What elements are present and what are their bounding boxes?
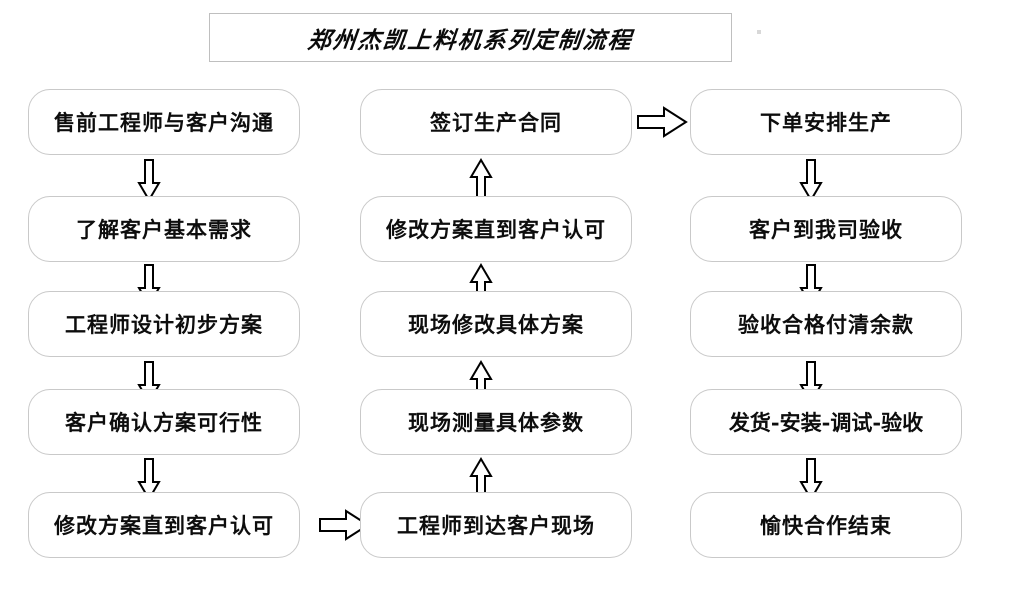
node-pay-balance-after-acceptance[interactable]: 验收合格付清余款 — [690, 291, 962, 357]
node-label: 现场测量具体参数 — [408, 409, 584, 435]
arrow-down-r1-r2 — [799, 158, 823, 202]
node-engineer-draft-plan[interactable]: 工程师设计初步方案 — [28, 291, 300, 357]
chart-title-box: 郑州杰凯上料机系列定制流程 — [209, 13, 732, 62]
node-revise-plan-until-approved-left[interactable]: 修改方案直到客户认可 — [28, 492, 300, 558]
node-label: 客户到我司验收 — [749, 216, 903, 242]
title-speck-artifact — [757, 30, 761, 34]
arrow-right-l5-m5 — [318, 508, 370, 542]
arrow-down-r4-r5 — [799, 457, 823, 501]
node-label: 售前工程师与客户沟通 — [54, 109, 274, 135]
node-onsite-measure-parameters[interactable]: 现场测量具体参数 — [360, 389, 632, 455]
node-ship-install-debug-accept[interactable]: 发货-安装-调试-验收 — [690, 389, 962, 455]
node-onsite-revise-plan[interactable]: 现场修改具体方案 — [360, 291, 632, 357]
node-label: 签订生产合同 — [430, 109, 562, 135]
node-label: 工程师设计初步方案 — [65, 311, 263, 337]
node-label: 了解客户基本需求 — [76, 216, 252, 242]
node-customer-inspection-at-factory[interactable]: 客户到我司验收 — [690, 196, 962, 262]
node-place-order-schedule-production[interactable]: 下单安排生产 — [690, 89, 962, 155]
node-happy-cooperation-end[interactable]: 愉快合作结束 — [690, 492, 962, 558]
node-engineer-arrive-onsite[interactable]: 工程师到达客户现场 — [360, 492, 632, 558]
node-label: 修改方案直到客户认可 — [386, 216, 606, 242]
arrow-right-m1-r1 — [636, 105, 688, 139]
arrow-down-l1-l2 — [137, 158, 161, 202]
node-label: 下单安排生产 — [760, 109, 892, 135]
node-label: 愉快合作结束 — [760, 512, 892, 538]
node-revise-plan-until-approved-middle[interactable]: 修改方案直到客户认可 — [360, 196, 632, 262]
node-label: 现场修改具体方案 — [408, 311, 584, 337]
arrow-down-l4-l5 — [137, 457, 161, 501]
node-sign-production-contract[interactable]: 签订生产合同 — [360, 89, 632, 155]
node-label: 修改方案直到客户认可 — [54, 512, 274, 538]
node-label: 发货-安装-调试-验收 — [728, 409, 924, 435]
node-customer-confirm-feasibility[interactable]: 客户确认方案可行性 — [28, 389, 300, 455]
node-understand-requirements[interactable]: 了解客户基本需求 — [28, 196, 300, 262]
node-label: 验收合格付清余款 — [738, 311, 914, 337]
node-label: 客户确认方案可行性 — [65, 409, 263, 435]
node-pre-sales-communication[interactable]: 售前工程师与客户沟通 — [28, 89, 300, 155]
chart-title: 郑州杰凯上料机系列定制流程 — [306, 26, 635, 54]
node-label: 工程师到达客户现场 — [397, 512, 595, 538]
